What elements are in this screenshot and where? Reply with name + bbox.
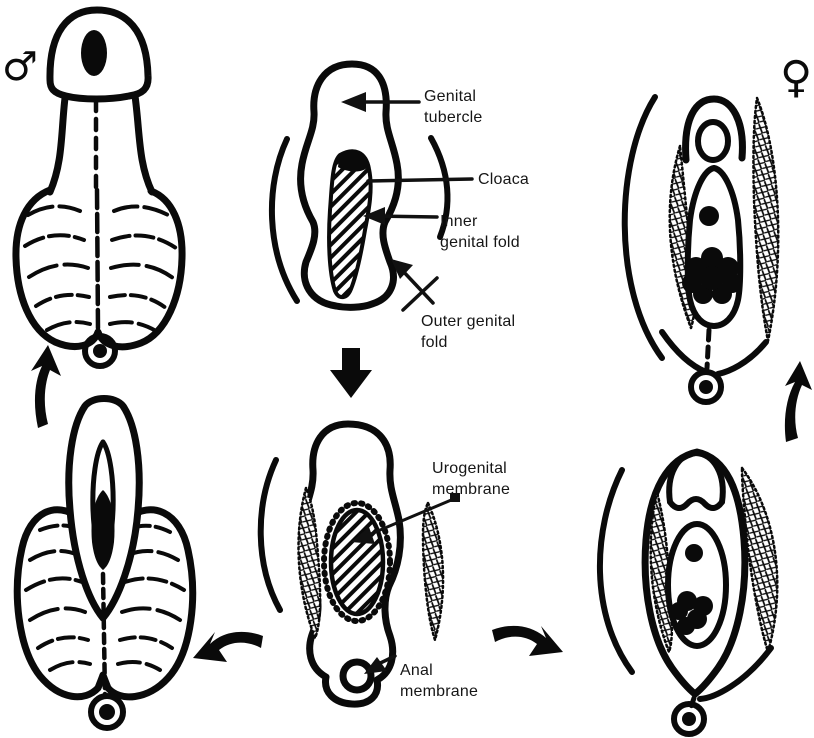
perineal-raphe	[704, 327, 712, 371]
genital-swelling-left-fur	[297, 486, 322, 640]
anus-center	[93, 344, 107, 358]
penis-shaft-right	[131, 92, 156, 196]
outer-genital-fold-right-arc	[428, 135, 451, 240]
anus-ring	[688, 369, 724, 405]
scrotum-outline	[12, 186, 186, 351]
arrow-curved-left-icon	[193, 631, 263, 662]
urogenital-membrane-pointer-arrow	[351, 493, 460, 544]
anal-membrane-pointer-arrow	[364, 654, 397, 674]
arrow-curved-right-icon	[492, 625, 563, 656]
anus-center	[99, 704, 115, 720]
label-cloaca: Cloaca	[478, 171, 530, 188]
figure-indifferent-stage-early	[268, 60, 451, 311]
label-genital-tubercle: Genital tubercle	[424, 88, 483, 126]
outer-fold-arc	[621, 94, 665, 361]
genital-swelling-right-fur	[421, 501, 445, 642]
label-anal-membrane: Anal membrane	[400, 662, 479, 700]
urethral-opening	[685, 544, 703, 562]
anus-ring	[671, 701, 707, 737]
arrow-down-icon	[330, 348, 372, 398]
penis-shaft-left	[46, 94, 69, 196]
vaginal-opening	[670, 591, 713, 635]
figure-male-adult-genitalia	[12, 6, 186, 369]
anus-center	[699, 380, 713, 394]
figure-female-developing-genitalia	[596, 448, 779, 737]
vestibule-outline	[684, 165, 744, 329]
anus-ring	[88, 693, 126, 731]
urogenital-membrane-fringe	[321, 500, 393, 624]
urethral-groove-dark	[91, 490, 115, 570]
outer-fold-arc	[596, 467, 635, 675]
labium-majus-right	[752, 96, 780, 343]
figure-indifferent-stage-late	[257, 420, 445, 708]
flow-arrows	[31, 345, 812, 662]
urethral-meatus	[81, 30, 107, 76]
label-inner-genital-fold: Inner genital fold	[440, 213, 520, 251]
outer-genital-fold-left-arc	[268, 136, 300, 304]
female-symbol: ♀	[780, 52, 813, 103]
urogenital-membrane-area	[328, 507, 386, 617]
cloaca-hatched-area	[327, 149, 373, 300]
label-pointers	[341, 92, 474, 674]
glans-clitoris-cap	[666, 450, 726, 505]
figure-female-adult-genitalia	[621, 94, 780, 405]
anus-ring	[82, 333, 118, 369]
perineum-right-line	[697, 645, 774, 702]
glans-clitoris-notch	[667, 496, 725, 511]
genital-tubercle-pointer-arrow	[341, 92, 421, 112]
cloaca-dark-top	[338, 152, 368, 172]
arrow-curved-up-left-icon	[31, 345, 61, 428]
label-urogenital-membrane: Urogenital membrane	[432, 460, 511, 498]
outer-genital-fold-pointer-arrow	[391, 259, 439, 312]
arrow-curved-up-right-icon	[784, 361, 812, 442]
outer-fold-left-arc	[257, 457, 283, 613]
urethral-opening	[699, 206, 719, 226]
inner-genital-fold-pointer-arrow	[363, 207, 439, 225]
labial-fringe-left-fur	[649, 490, 674, 654]
anal-membrane-ring	[339, 658, 375, 694]
scrotum-wrinkles	[23, 204, 178, 333]
labial-swelling-right-fur	[740, 466, 779, 654]
vaginal-opening	[682, 247, 742, 304]
male-symbol: ♂	[2, 44, 38, 90]
clitoral-hood	[682, 95, 746, 164]
anus-center	[682, 712, 696, 726]
perineum-left-line	[659, 329, 709, 375]
label-outer-genital-fold: Outer genital fold	[421, 313, 516, 351]
cloaca-pointer-line	[366, 177, 474, 183]
figure-male-developing-genitalia	[13, 395, 197, 731]
perineum-right-line	[715, 339, 769, 377]
median-raphe	[100, 571, 108, 699]
clitoris	[695, 119, 731, 163]
scrotal-raphe	[94, 187, 101, 333]
